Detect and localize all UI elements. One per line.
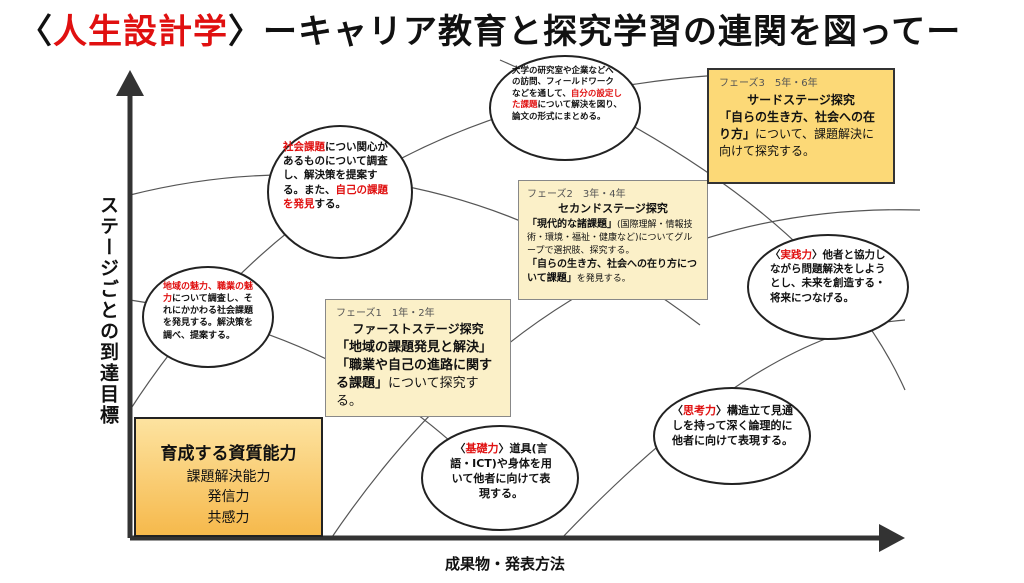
phase3-body: 「自らの生き方、社会への在り方」について、課題解決に向けて探究する。: [719, 109, 883, 159]
phase2-line2-bold: 「自らの生き方、社会への在り方について課題」: [527, 259, 697, 285]
ability-item: 発信力: [207, 489, 250, 506]
bubble-social-end: する。: [314, 197, 347, 210]
bubble-basic-red: 基礎力: [465, 442, 499, 455]
phase3-grades: 5年・6年: [774, 78, 818, 89]
phase1-phase: フェーズ1: [336, 308, 382, 319]
phase3-box: フェーズ3 5年・6年 サードステージ探究 「自らの生き方、社会への在り方」につ…: [707, 68, 895, 184]
phase2-line1-bold: 「現代的な諸課題」: [527, 219, 617, 230]
bubble-region-red: 地域の魅力、職業の魅力: [163, 282, 254, 305]
x-axis-arrowhead: [879, 524, 905, 552]
bubble-practice-open: 〈: [770, 249, 781, 261]
bubble-social-red1: 社会課題: [283, 141, 325, 153]
phase3-title: サードステージ探究: [747, 93, 855, 107]
bubble-thinking-open: 〈: [672, 404, 683, 417]
bubble-university-shape: [489, 55, 641, 161]
phase1-grades: 1年・2年: [391, 308, 435, 319]
bubble-practice-shape: [747, 234, 909, 340]
x-axis-label: 成果物・発表方法: [445, 555, 566, 573]
phase2-line1: 「現代的な諸課題」(国際理解・情報技術・環境・福祉・健康など)についてグループで…: [527, 218, 699, 257]
bubble-social: 社会課題につい関心があるものについて調査し、解決策を提案する。また、自己の課題を…: [283, 140, 397, 211]
phase3-phase: フェーズ3: [719, 78, 765, 89]
ability-box: 育成する資質能力 課題解決能力 発信力 共感力: [134, 417, 323, 537]
ability-item: 共感力: [207, 509, 250, 526]
phase2-phase: フェーズ2: [527, 189, 573, 200]
bubble-social-mid: につい関心があるものについて調査し、解決策を提案する。また、: [283, 141, 388, 196]
bubble-social-shape: [267, 125, 413, 259]
bubble-thinking-close: 〉: [716, 404, 727, 417]
ability-item: 課題解決能力: [186, 469, 271, 485]
bubble-basic-close: 〉: [498, 442, 510, 455]
page-title: 〈人生設計学〉ーキャリア教育と探究学習の連関を図ってー: [18, 4, 961, 53]
ability-box-items: 課題解決能力 発信力 共感力: [136, 467, 321, 528]
bubble-university-red: 自分の設定した課題: [512, 88, 622, 111]
title-rest: ーキャリア教育と探究学習の連関を図ってー: [263, 12, 962, 52]
bubble-thinking-rest: 構造立て見通しを持って深く論理的に他者に向けて表現する。: [672, 404, 793, 447]
phase1-body-rest: について探究する。: [336, 375, 479, 409]
bubble-basic-rest: 道具(言語・ICT)や身体を用いて他者に向けて表現する。: [450, 442, 552, 500]
bubble-thinking: 〈思考力〉構造立て見通しを持って深く論理的に他者に向けて表現する。: [672, 404, 794, 449]
bubble-basic-shape: [421, 425, 579, 531]
bubble-social-red2: 自己の課題を発見: [283, 183, 388, 210]
bubble-region-shape: [142, 266, 274, 368]
title-highlight: 人生設計学: [53, 12, 228, 52]
bubble-university: 大学の研究室や企業などへの訪問、フィールドワークなどを通して、自分の設定した課題…: [512, 66, 622, 123]
phase2-line2-rest: を発見する。: [576, 274, 631, 285]
bubble-basic: 〈基礎力〉道具(言語・ICT)や身体を用いて他者に向けて表現する。: [447, 442, 555, 501]
phase2-grades: 3年・4年: [582, 189, 626, 200]
bubble-region-rest: について調査し、それにかかわる社会課題を発見する。解決策を調べ、提案する。: [163, 294, 254, 341]
phase2-line1-small: (国際理解・情報技術・環境・福祉・健康など)についてグループで選択肢、探究する。: [527, 220, 693, 256]
bubble-university-pre: 大学の研究室や企業などへの訪問、フィールドワークなどを通して、: [512, 66, 614, 99]
bubble-region: 地域の魅力、職業の魅力について調査し、それにかかわる社会課題を発見する。解決策を…: [163, 281, 259, 342]
phase1-title: ファーストステージ探究: [352, 322, 484, 336]
bubble-practice: 〈実践力〉他者と協力しながら問題解決をしようとし、未来を創造する・将来につなげる…: [770, 248, 888, 305]
title-bracket-close: 〉: [228, 12, 263, 52]
bubble-thinking-shape: [653, 387, 811, 485]
bubble-practice-red: 実践力: [780, 249, 813, 261]
y-axis-label: ステージごとの到達目標: [97, 195, 119, 426]
ability-box-title: 育成する資質能力: [160, 444, 297, 464]
bubble-university-rest: について解決を図り、論文の形式にまとめる。: [512, 100, 622, 122]
phase2-box: フェーズ2 3年・4年 セカンドステージ探究 「現代的な諸課題」(国際理解・情報…: [518, 180, 708, 300]
bubble-basic-open: 〈: [454, 442, 466, 455]
phase1-body: 「地域の課題発見と解決」「職業や自己の進路に関する課題」について探究する。: [336, 339, 500, 411]
bubble-practice-rest: 他者と協力しながら問題解決をしようとし、未来を創造する・将来につなげる。: [770, 249, 886, 304]
phase2-label: フェーズ2 3年・4年: [527, 185, 699, 200]
phase3-label: フェーズ3 5年・6年: [719, 74, 883, 89]
phase2-title: セカンドステージ探究: [558, 202, 668, 215]
y-axis-arrowhead: [116, 70, 144, 96]
bubble-practice-close: 〉: [812, 249, 823, 261]
phase2-line2: 「自らの生き方、社会への在り方について課題」を発見する。: [527, 258, 699, 286]
phase1-label: フェーズ1 1年・2年: [336, 304, 500, 319]
phase3-body-bold: 「自らの生き方、社会への在り方」: [719, 110, 876, 141]
phase1-body-bold: 「地域の課題発見と解決」「職業や自己の進路に関する課題」: [336, 340, 493, 391]
phase3-body-rest: について、課題解決に向けて探究する。: [719, 126, 875, 158]
bubble-thinking-red: 思考力: [683, 404, 716, 417]
title-bracket-open: 〈: [18, 12, 53, 52]
phase1-box: フェーズ1 1年・2年 ファーストステージ探究 「地域の課題発見と解決」「職業や…: [325, 299, 511, 417]
